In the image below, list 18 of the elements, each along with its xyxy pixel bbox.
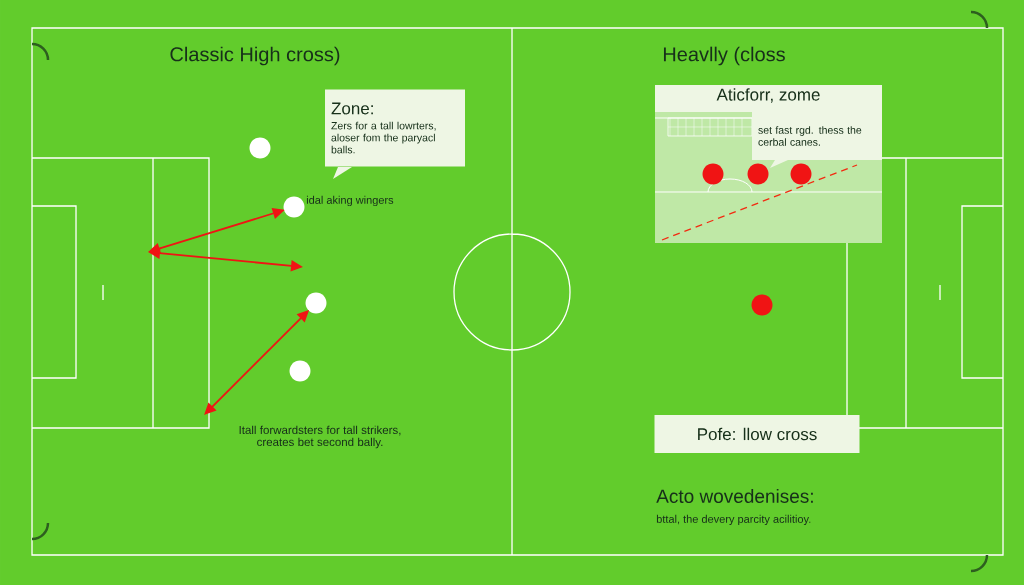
text-label: idal aking wingers bbox=[306, 195, 394, 207]
note-text: bttal, the devery parcity acilitioy. bbox=[656, 514, 811, 526]
player-dot bbox=[305, 292, 327, 314]
label-box: Pofe: llow cross bbox=[654, 415, 860, 453]
player-dot bbox=[747, 163, 769, 185]
heading: Acto wovedenises: bbox=[656, 489, 813, 503]
player-dot bbox=[790, 163, 812, 185]
player-dot bbox=[249, 137, 271, 159]
node-label: set fast rgd. thess the cerbal canes. bbox=[758, 126, 862, 146]
player-dot bbox=[751, 294, 773, 316]
heading: Heavlly (closs bbox=[663, 46, 785, 66]
note-text: Itall forwardsters for tall strikers, creates bet second bally. bbox=[239, 425, 401, 449]
player-dot bbox=[702, 163, 724, 185]
heading: Classic High cross) bbox=[170, 46, 340, 66]
speech-bubble: Zone: Zers for a tall lowrters, aloser fom the paryacl balls. bbox=[325, 89, 465, 179]
player-dot bbox=[289, 360, 311, 382]
speech-bubble: set fast rgd. thess the cerbal canes. bbox=[752, 112, 882, 168]
player-dot bbox=[283, 196, 305, 218]
